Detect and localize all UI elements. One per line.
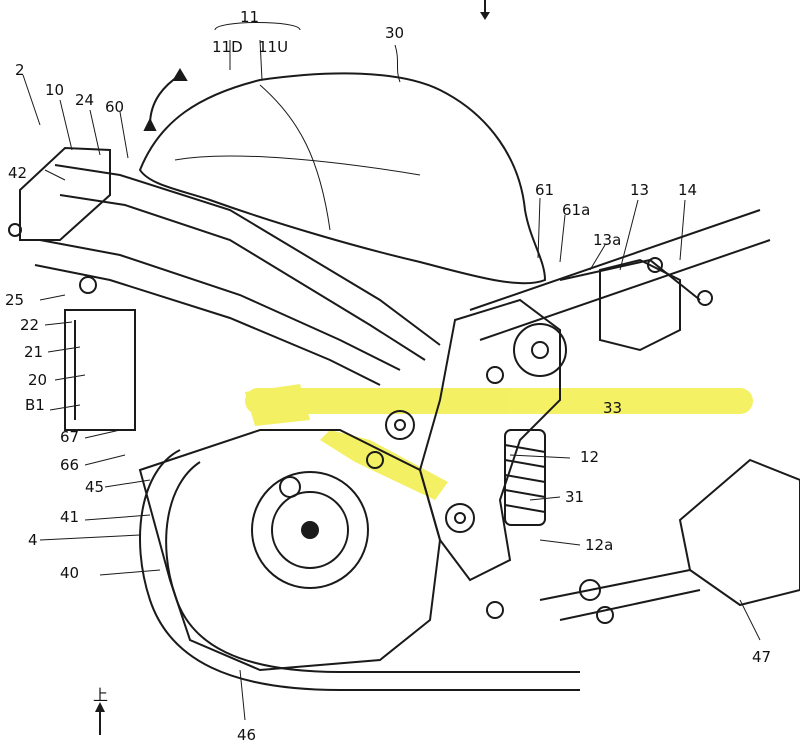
label-42: 42 <box>8 164 27 182</box>
label-13: 13 <box>630 181 649 199</box>
label-12a: 12a <box>585 536 613 554</box>
label-14: 14 <box>678 181 697 199</box>
label-13a: 13a <box>593 231 621 249</box>
label-25: 25 <box>5 291 24 309</box>
seat-rail <box>600 258 712 350</box>
label-46: 46 <box>237 726 256 744</box>
label-22: 22 <box>20 316 39 334</box>
label-30: 30 <box>385 24 404 42</box>
label-60: 60 <box>105 98 124 116</box>
label-4: 4 <box>28 531 38 549</box>
label-61a: 61a <box>562 201 590 219</box>
label-45: 45 <box>85 478 104 496</box>
label-2: 2 <box>15 61 25 79</box>
label-12: 12 <box>580 448 599 466</box>
fuel-tank <box>140 73 545 283</box>
label-31: 31 <box>565 488 584 506</box>
label-11: 11 <box>240 8 259 26</box>
label-11U: 11U <box>258 38 288 56</box>
up-label: 上 <box>93 686 108 704</box>
label-47: 47 <box>752 648 771 666</box>
rotation-arrow <box>145 70 186 130</box>
label-41: 41 <box>60 508 79 526</box>
label-24: 24 <box>75 91 94 109</box>
label-33: 33 <box>603 399 622 417</box>
label-10: 10 <box>45 81 64 99</box>
label-11D: 11D <box>212 38 243 56</box>
main-frame-11 <box>35 165 770 385</box>
label-40: 40 <box>60 564 79 582</box>
label-61: 61 <box>535 181 554 199</box>
cushion-unit-31 <box>505 430 545 525</box>
label-21: 21 <box>24 343 43 361</box>
label-B1: B1 <box>25 396 45 414</box>
up-arrow-icon: 上 <box>93 686 108 735</box>
engine-40 <box>140 411 440 670</box>
reference-labels: 11 11D 11U 2 10 24 60 30 42 61 61a 13 14… <box>5 8 771 744</box>
exhaust-46 <box>140 450 580 690</box>
top-arrow-icon <box>480 0 490 20</box>
label-67: 67 <box>60 428 79 446</box>
rear-assembly-47 <box>487 460 800 623</box>
label-66: 66 <box>60 456 79 474</box>
leader-lines <box>23 23 760 721</box>
highlight-33 <box>245 384 753 500</box>
label-20: 20 <box>28 371 47 389</box>
